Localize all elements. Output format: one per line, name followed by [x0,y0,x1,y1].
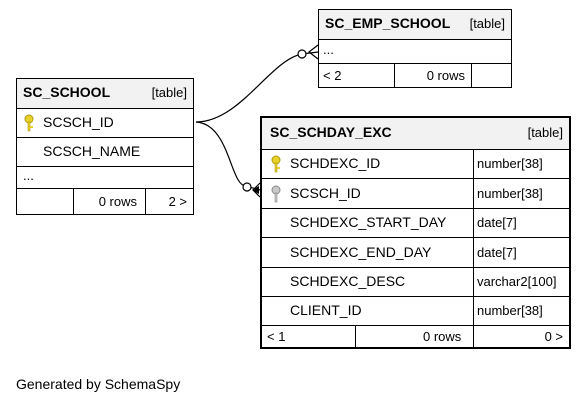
table-footer: < 1 0 rows 0 > [262,326,569,347]
ellipsis: ... [23,168,34,183]
ellipsis-row: ... [319,40,511,64]
relation-school-emp-school-crowfoot [308,44,319,60]
table-type: [table] [527,125,563,140]
column-name: SCSCH_NAME [43,143,141,159]
foreign-key-icon [271,185,281,203]
relation-school-schday-exc-optional-marker [242,182,252,192]
column-row[interactable]: SCHDEXC_END_DAY date[7] [262,238,569,268]
relation-school-schday-exc [195,121,261,191]
table-footer: < 2 0 rows [319,64,511,87]
column-type: number[38] [477,156,543,171]
table-name: SC_EMP_SCHOOL [325,15,451,31]
children-link[interactable]: 0 > [544,329,563,344]
column-name: SCHDEXC_END_DAY [290,244,432,260]
table-name: SC_SCHDAY_EXC [270,124,392,140]
parents-link[interactable]: < 2 [323,68,342,83]
column-type: number[38] [477,186,543,201]
primary-key-icon [24,114,34,132]
column-type: number[38] [477,303,543,318]
column-name: SCHDEXC_DESC [290,273,406,289]
column-name: CLIENT_ID [290,302,362,318]
column-name: SCSCH_ID [290,185,361,201]
row-count: 0 rows [426,68,465,83]
parents-link[interactable]: < 1 [267,329,286,344]
relation-school-emp-school [195,51,319,123]
table-type: [table] [151,85,187,100]
table-header[interactable]: SC_SCHDAY_EXC [table] [262,118,569,150]
column-row[interactable]: SCHDEXC_DESC varchar2[100] [262,268,569,297]
table-footer: 0 rows 2 > [17,189,193,214]
table-sc-school[interactable]: SC_SCHOOL [table] SCSCH_ID SCSCH_NAME ..… [16,78,194,215]
column-row[interactable]: CLIENT_ID number[38] [262,297,569,326]
ellipsis-row: ... [17,167,193,189]
table-sc-schday-exc[interactable]: SC_SCHDAY_EXC [table] SCHDEXC_ID number[… [260,116,571,349]
column-name: SCSCH_ID [43,114,114,130]
column-row[interactable]: SCSCH_NAME [17,138,193,167]
column-type: varchar2[100] [477,274,557,289]
relation-school-emp-school-optional-marker [297,49,307,59]
column-row[interactable]: SCHDEXC_START_DAY date[7] [262,209,569,238]
relation-school-schday-exc-arrow [252,186,259,194]
column-type: date[7] [477,245,517,260]
column-row[interactable]: SCHDEXC_ID number[38] [262,150,569,179]
table-type: [table] [469,16,505,31]
column-type: date[7] [477,215,517,230]
row-count: 0 rows [423,329,462,344]
column-row[interactable]: SCSCH_ID number[38] [262,179,569,209]
column-name: SCHDEXC_ID [290,155,381,171]
ellipsis: ... [323,42,334,57]
table-header[interactable]: SC_SCHOOL [table] [17,79,193,109]
primary-key-icon [271,155,281,173]
children-link[interactable]: 2 > [168,194,187,209]
table-name: SC_SCHOOL [23,84,111,100]
column-row[interactable]: SCSCH_ID [17,109,193,138]
table-sc-emp-school[interactable]: SC_EMP_SCHOOL [table] ... < 2 0 rows [318,9,512,88]
generated-by-footer: Generated by SchemaSpy [16,376,181,392]
row-count: 0 rows [98,194,137,209]
column-name: SCHDEXC_START_DAY [290,214,447,230]
table-header[interactable]: SC_EMP_SCHOOL [table] [319,10,511,40]
